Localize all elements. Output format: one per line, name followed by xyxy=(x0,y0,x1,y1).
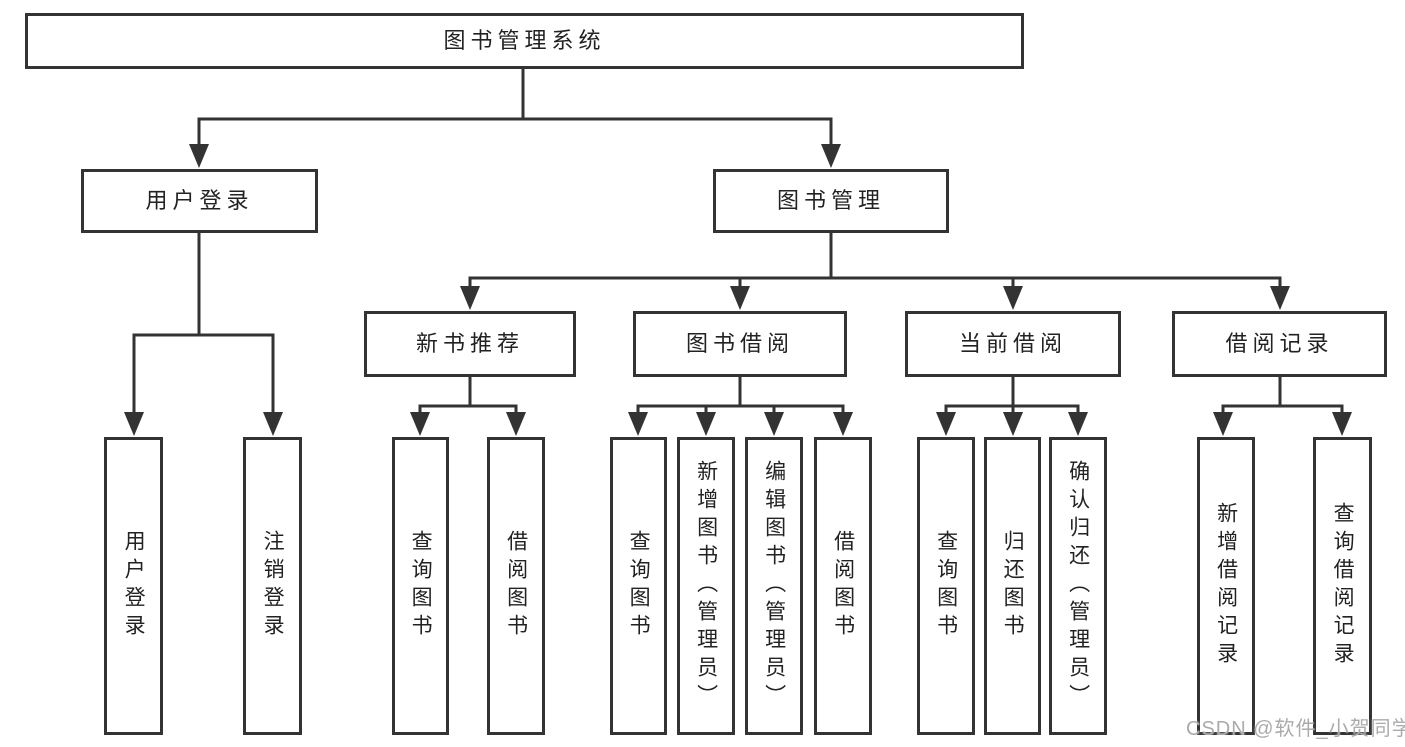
node-new-book-recommend: 新书推荐 xyxy=(364,311,576,377)
leaf-current-query-book: 查询图书 xyxy=(917,437,975,735)
node-book-management: 图书管理 xyxy=(713,169,949,233)
leaf-logout: 注销登录 xyxy=(243,437,302,735)
leaf-borrow-add-book-admin: 新增图书（管理员） xyxy=(677,437,735,735)
node-current-borrow: 当前借阅 xyxy=(905,311,1121,377)
connector-lines xyxy=(132,67,1344,408)
leaf-record-query-record: 查询借阅记录 xyxy=(1313,437,1372,735)
leaf-user-login: 用户登录 xyxy=(104,437,163,735)
leaf-borrow-query-book: 查询图书 xyxy=(610,437,667,735)
leaf-borrow-borrow-book: 借阅图书 xyxy=(814,437,872,735)
node-borrow-record: 借阅记录 xyxy=(1172,311,1387,377)
node-book-borrow: 图书借阅 xyxy=(633,311,847,377)
leaf-recommend-query-book: 查询图书 xyxy=(392,437,449,735)
leaf-borrow-edit-book-admin: 编辑图书（管理员） xyxy=(745,437,803,735)
leaf-current-confirm-return-admin: 确认归还（管理员） xyxy=(1049,437,1107,735)
leaf-current-return-book: 归还图书 xyxy=(984,437,1041,735)
csdn-watermark: CSDN @软件_小贺同学 xyxy=(1186,718,1405,740)
node-root: 图书管理系统 xyxy=(25,13,1024,69)
leaf-record-add-record: 新增借阅记录 xyxy=(1197,437,1255,735)
leaf-recommend-borrow-book: 借阅图书 xyxy=(487,437,545,735)
node-user-login: 用户登录 xyxy=(81,169,318,233)
